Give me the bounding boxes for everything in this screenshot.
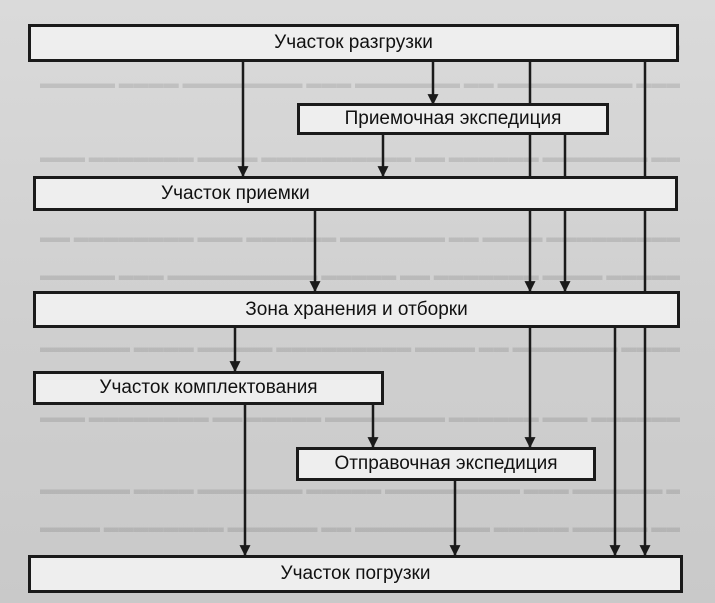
node-acceptance-label: Участок приемки: [161, 182, 310, 204]
show-through-text: ▬▬▬ ▬▬▬▬▬▬▬▬ ▬▬ ▬▬▬▬▬ ▬▬▬▬▬▬▬▬ ▬▬▬▬▬▬ ▬▬…: [40, 410, 680, 426]
show-through-text: ▬▬▬▬▬▬ ▬▬▬▬ ▬▬▬▬▬ ▬▬▬▬▬▬▬▬▬ ▬▬▬▬ ▬▬ ▬▬▬▬…: [40, 340, 680, 356]
node-shipping-expedition: Отправочная экспедиция: [296, 447, 596, 481]
node-acceptance: Участок приемки: [33, 176, 678, 211]
node-storage-label: Зона хранения и отборки: [245, 298, 468, 320]
node-unloading: Участок разгрузки: [28, 24, 679, 62]
show-through-text: ▬▬▬▬▬ ▬▬▬ ▬▬▬▬▬▬▬▬▬▬ ▬▬▬▬▬ ▬▬ ▬▬▬▬▬▬▬ ▬▬…: [40, 268, 680, 284]
node-unloading-label: Участок разгрузки: [274, 32, 433, 53]
node-receiving-expedition: Приемочная экспедиция: [297, 103, 609, 135]
node-picking: Участок комплектования: [33, 371, 384, 405]
show-through-text: ▬▬ ▬▬▬▬▬▬▬▬ ▬▬▬ ▬▬▬▬▬▬ ▬▬▬▬▬▬▬ ▬▬ ▬▬▬▬ ▬…: [40, 230, 680, 246]
show-through-text: ▬▬▬▬▬▬ ▬▬▬▬ ▬▬▬▬▬▬▬ ▬▬▬▬▬ ▬▬▬▬▬▬▬▬▬ ▬▬▬ …: [40, 482, 680, 498]
node-receiving-expedition-label: Приемочная экспедиция: [344, 108, 562, 129]
node-loading: Участок погрузки: [28, 555, 683, 593]
show-through-text: ▬▬▬▬ ▬▬▬▬▬▬▬▬ ▬▬▬▬▬▬ ▬▬ ▬▬▬▬▬▬▬▬▬ ▬▬▬▬▬ …: [40, 520, 680, 536]
node-shipping-expedition-label: Отправочная экспедиция: [334, 453, 558, 474]
node-storage: Зона хранения и отборки: [33, 291, 680, 328]
show-through-text: ▬▬▬▬▬ ▬▬▬▬ ▬▬▬▬▬▬▬▬ ▬▬▬ ▬▬▬▬▬▬▬ ▬▬ ▬▬▬▬▬…: [40, 76, 680, 92]
show-through-text: ▬▬▬ ▬▬▬▬▬▬▬ ▬▬▬▬ ▬▬▬▬▬▬▬▬▬▬ ▬▬ ▬▬▬▬▬▬ ▬▬…: [40, 150, 680, 166]
node-picking-label: Участок комплектования: [99, 377, 318, 398]
node-loading-label: Участок погрузки: [280, 563, 431, 584]
